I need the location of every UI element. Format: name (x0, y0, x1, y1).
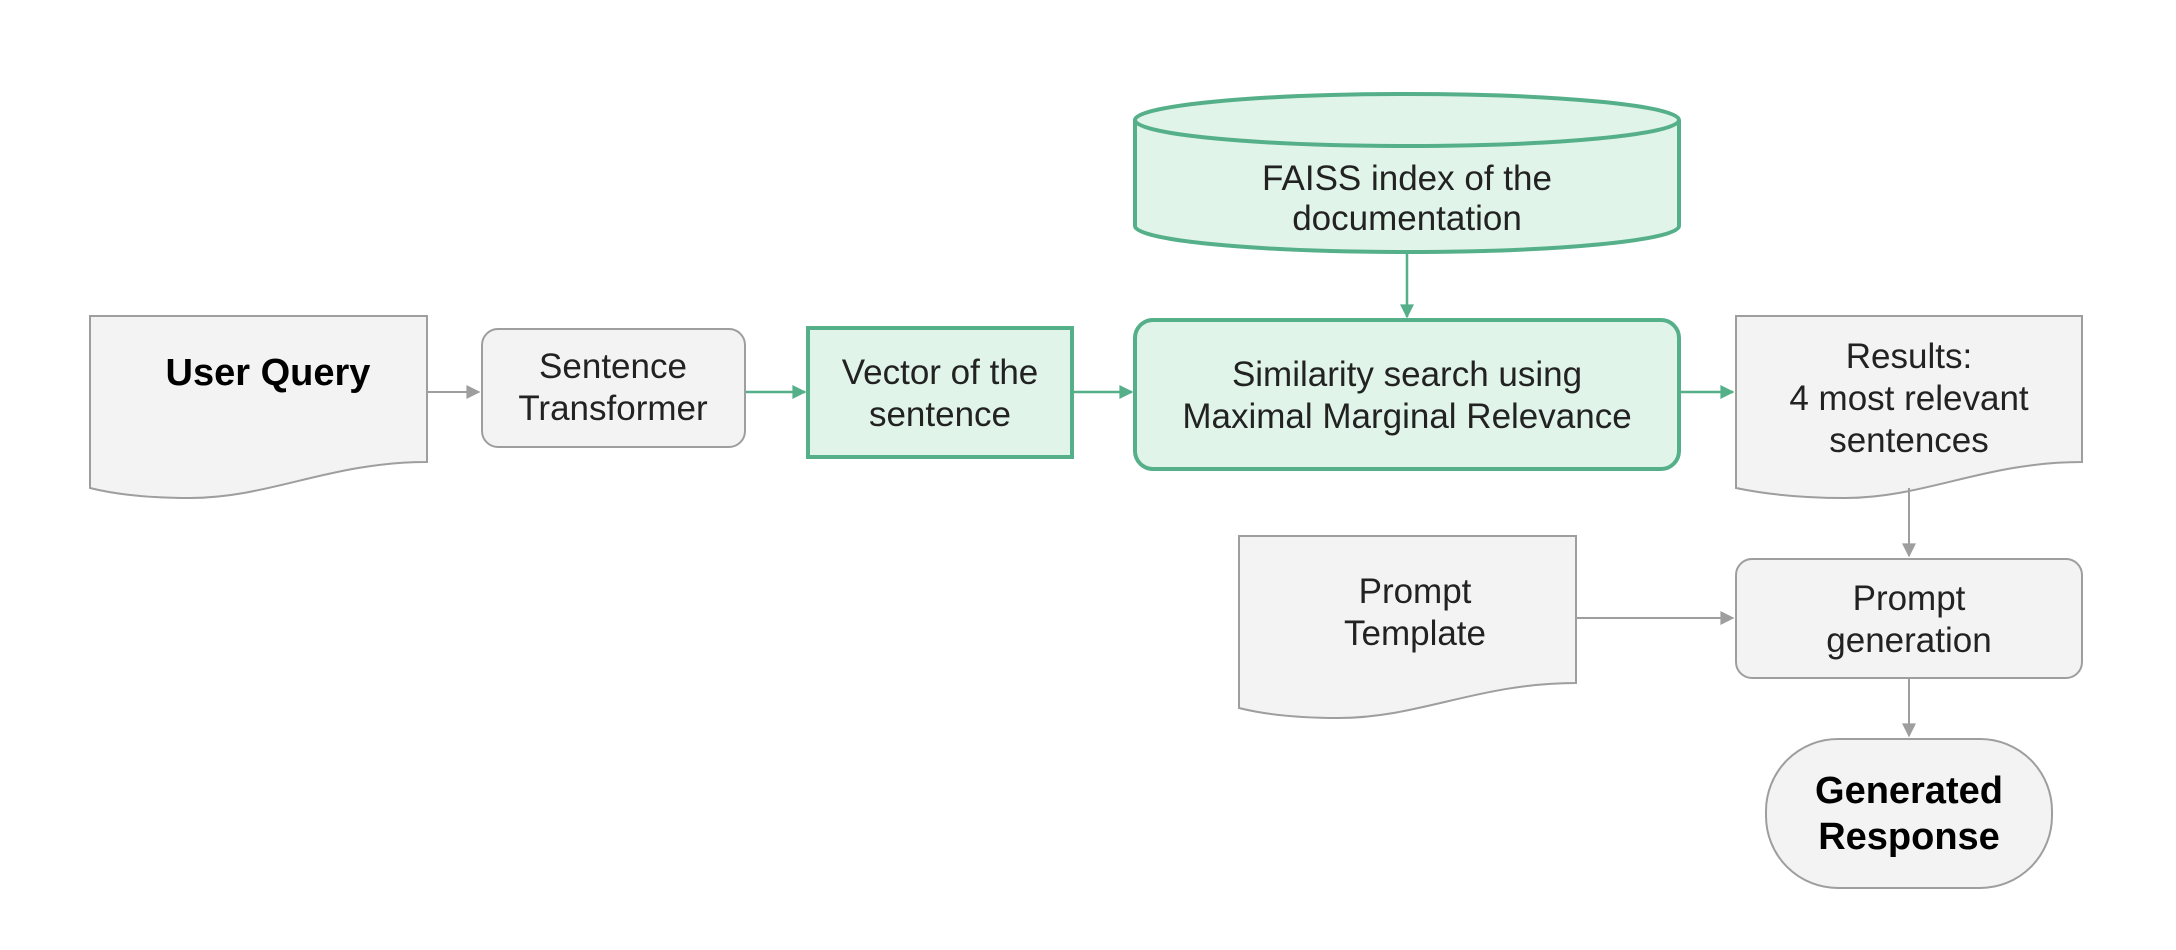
sentence-transformer-shape (481, 328, 746, 448)
results-label-line1: Results: (1846, 337, 1972, 376)
similarity-search-shape (1133, 318, 1681, 471)
generated-response-label-line2: Response (1818, 816, 2000, 858)
user-query-shape (89, 315, 428, 500)
user-query-node: User Query (89, 315, 428, 500)
generated-response-label-line1: Generated (1815, 770, 2003, 812)
similarity-search-node: Similarity search using Maximal Marginal… (1133, 318, 1681, 471)
prompt-generation-shape (1735, 558, 2083, 679)
faiss-label-line1: FAISS index of the (1262, 159, 1552, 198)
user-query-label: User Query (166, 352, 371, 394)
results-label-line2: 4 most relevant (1789, 379, 2029, 418)
prompt-generation-label-line1: Prompt (1853, 579, 1966, 618)
similarity-label-line1: Similarity search using (1232, 355, 1582, 394)
prompt-generation-node: Prompt generation (1735, 558, 2083, 679)
faiss-cylinder-top (1133, 92, 1681, 148)
prompt-template-node: Prompt Template (1238, 535, 1577, 720)
vector-shape (806, 326, 1074, 459)
faiss-cylinder-body (1133, 120, 1681, 254)
vector-label-line1: Vector of the (842, 353, 1039, 392)
results-shape (1735, 315, 2083, 500)
similarity-label-line2: Maximal Marginal Relevance (1182, 397, 1631, 436)
sentence-transformer-label-line2: Transformer (518, 389, 708, 428)
vector-node: Vector of the sentence (806, 326, 1074, 459)
sentence-transformer-label-line1: Sentence (539, 347, 687, 386)
faiss-index-node: FAISS index of the documentation (1133, 92, 1681, 254)
faiss-label-line2: documentation (1292, 199, 1522, 238)
prompt-generation-label-line2: generation (1826, 621, 1991, 660)
prompt-template-label-line1: Prompt (1359, 572, 1472, 611)
generated-response-shape (1765, 738, 2053, 889)
results-node: Results: 4 most relevant sentences (1735, 315, 2083, 500)
vector-label-line2: sentence (869, 395, 1011, 434)
sentence-transformer-node: Sentence Transformer (481, 328, 746, 448)
generated-response-node: Generated Response (1765, 738, 2053, 889)
results-label-line3: sentences (1829, 421, 1989, 460)
prompt-template-label-line2: Template (1344, 614, 1486, 653)
prompt-template-shape (1238, 535, 1577, 720)
